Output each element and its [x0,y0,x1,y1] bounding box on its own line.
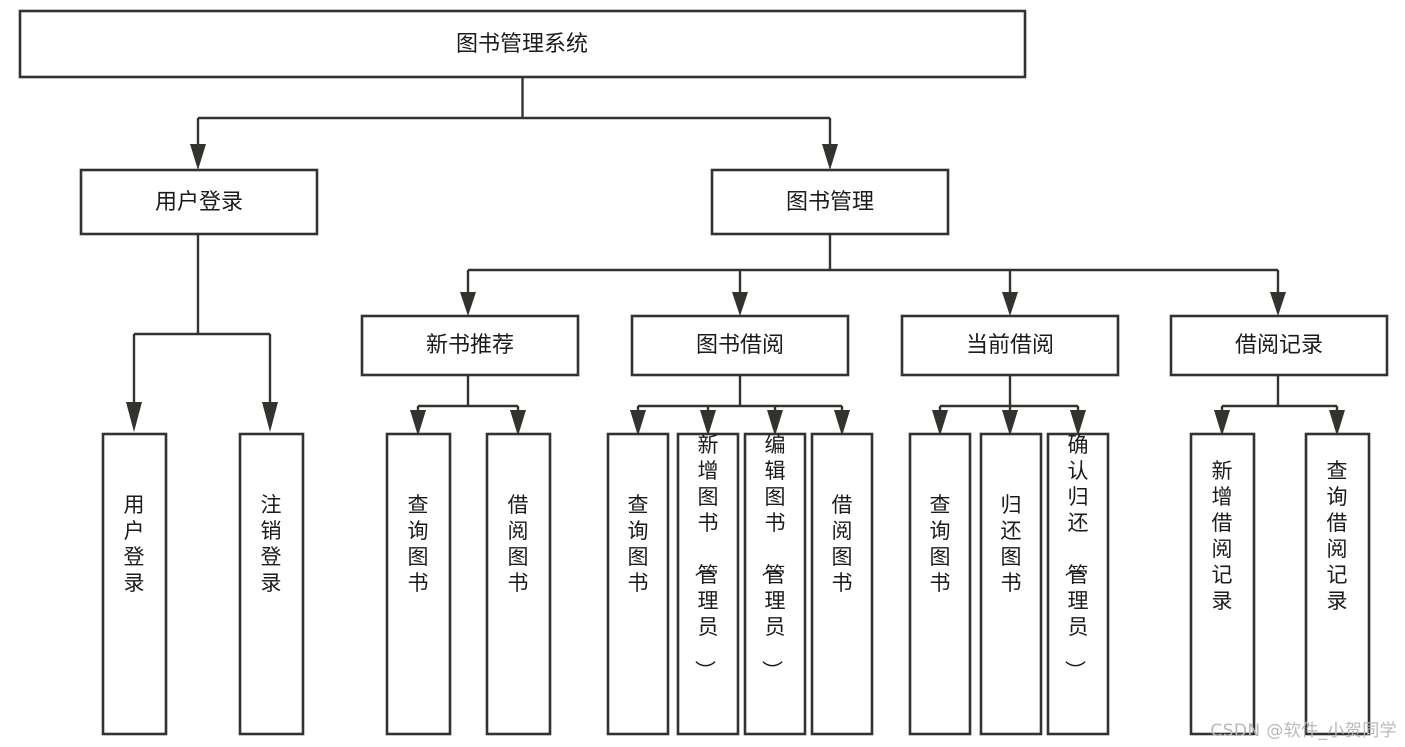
node-leaf-borrow-book-2[interactable]: 借阅图书 [810,432,874,736]
arrow-book-manage [822,144,838,170]
arrow-leaf-user-login [126,402,142,432]
arrow-leaf-add-record [1214,410,1230,436]
arrow-leaf-borrow-book-2 [834,410,850,436]
node-leaf-edit-book-label: 编辑图书（管理员） [760,433,786,681]
node-book-manage[interactable]: 图书管理 [710,168,950,236]
node-leaf-return-book-label: 归还图书 [1001,493,1022,595]
node-leaf-query-book-3[interactable]: 查询图书 [908,432,972,736]
node-leaf-query-book-1[interactable]: 查询图书 [385,432,452,736]
node-leaf-add-book-box[interactable] [676,432,740,736]
node-leaf-query-book-3-label: 查询图书 [930,493,951,595]
node-borrow-record-label: 借阅记录 [1235,333,1323,358]
node-leaf-logout-box[interactable] [238,432,305,736]
arrow-leaf-query-book-2 [630,410,646,436]
node-leaf-add-record-label: 新增借阅记录 [1212,459,1233,613]
node-user-login[interactable]: 用户登录 [79,168,319,236]
arrow-leaf-logout [262,402,278,432]
node-new-book-rec-label: 新书推荐 [426,333,514,358]
node-leaf-query-record[interactable]: 查询借阅记录 [1304,432,1371,736]
node-leaf-borrow-book-2-box[interactable] [810,432,874,736]
node-book-borrow-box[interactable] [630,314,850,377]
node-leaf-user-login-label: 用户登录 [124,493,145,595]
arrow-leaf-query-book-3 [932,410,948,436]
arrow-leaf-query-book-1 [410,410,426,436]
node-book-manage-label: 图书管理 [786,190,874,215]
node-book-manage-box[interactable] [710,168,950,236]
node-leaf-borrow-book-1[interactable]: 借阅图书 [485,432,552,736]
node-current-borrow-box[interactable] [900,314,1120,377]
node-current-borrow-label: 当前借阅 [966,333,1054,358]
node-leaf-return-book-box[interactable] [979,432,1043,736]
node-borrow-record-box[interactable] [1169,314,1389,377]
node-leaf-query-book-2[interactable]: 查询图书 [606,432,670,736]
arrow-leaf-edit-book [767,410,783,436]
node-root-box[interactable] [18,9,1027,79]
edges-layer [126,77,1345,436]
node-leaf-query-book-1-box[interactable] [385,432,452,736]
arrow-book-borrow [732,292,748,316]
node-leaf-confirm-return[interactable]: 确认归还（管理员） [1046,432,1110,736]
node-leaf-query-book-2-label: 查询图书 [628,493,649,595]
arrow-user-login [190,144,206,170]
node-leaf-return-book[interactable]: 归还图书 [979,432,1043,736]
node-root-label: 图书管理系统 [456,32,588,57]
csdn-watermark: CSDN @软件_小贺同学 [1210,721,1397,741]
node-leaf-edit-book-box[interactable] [743,432,807,736]
node-new-book-rec[interactable]: 新书推荐 [360,314,580,377]
arrow-current-borrow [1002,292,1018,316]
node-book-borrow[interactable]: 图书借阅 [630,314,850,377]
node-leaf-edit-book[interactable]: 编辑图书（管理员） [743,432,807,736]
arrow-new-book-rec [460,292,476,316]
arrow-leaf-return-book [1002,410,1018,436]
node-leaf-add-book[interactable]: 新增图书（管理员） [676,432,740,736]
node-leaf-confirm-return-label: 确认归还（管理员） [1063,433,1089,681]
node-leaf-query-book-3-box[interactable] [908,432,972,736]
arrow-leaf-add-book [700,410,716,436]
node-leaf-borrow-book-1-box[interactable] [485,432,552,736]
node-new-book-rec-box[interactable] [360,314,580,377]
arrow-leaf-query-record [1329,410,1345,436]
node-leaf-query-record-label: 查询借阅记录 [1327,459,1348,613]
node-leaf-logout-label: 注销登录 [261,493,282,595]
node-leaf-add-book-label: 新增图书（管理员） [693,433,719,681]
node-leaf-add-record[interactable]: 新增借阅记录 [1189,432,1256,736]
node-leaf-confirm-return-box[interactable] [1046,432,1110,736]
arrow-leaf-confirm-return [1070,410,1086,436]
arrow-leaf-borrow-book-1 [510,410,526,436]
node-current-borrow[interactable]: 当前借阅 [900,314,1120,377]
node-leaf-user-login-box[interactable] [101,432,168,736]
node-root[interactable]: 图书管理系统 [18,9,1027,79]
arrow-borrow-record [1270,292,1286,316]
node-leaf-query-book-1-label: 查询图书 [408,493,429,595]
node-leaf-query-book-2-box[interactable] [606,432,670,736]
node-leaf-borrow-book-2-label: 借阅图书 [832,493,853,595]
node-leaf-borrow-book-1-label: 借阅图书 [508,493,529,595]
node-leaf-user-login[interactable]: 用户登录 [101,432,168,736]
node-leaf-logout[interactable]: 注销登录 [238,432,305,736]
node-book-borrow-label: 图书借阅 [696,333,784,358]
node-user-login-label: 用户登录 [155,190,243,215]
node-borrow-record[interactable]: 借阅记录 [1169,314,1389,377]
node-user-login-box[interactable] [79,168,319,236]
node-leaf-query-record-box[interactable] [1304,432,1371,736]
node-leaf-add-record-box[interactable] [1189,432,1256,736]
